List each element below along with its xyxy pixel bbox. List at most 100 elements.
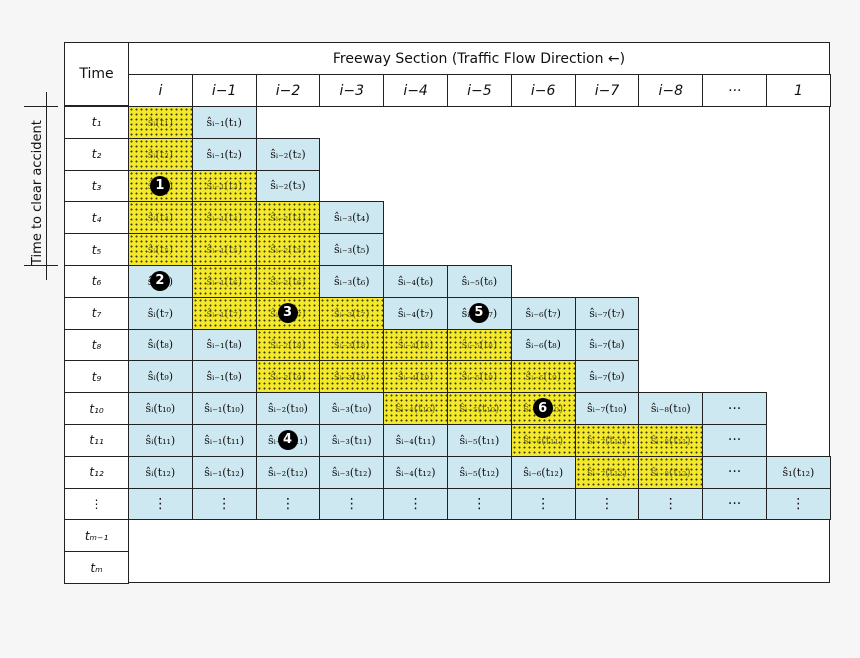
side-label: Time to clear accident [30,120,45,265]
estimate-cell: ŝᵢ₋₅(t₉) [447,360,512,394]
estimate-value: ŝᵢ₋₁(t₉) [206,370,242,384]
column-header: i−2 [255,74,321,107]
estimate-value: ŝᵢ₋₂(t₂) [270,147,306,161]
estimate-value: ŝᵢ₋₁(t₁) [206,115,242,129]
estimate-cell: ŝᵢ₋₁(t₃) [191,169,257,203]
step-marker: 1 [149,175,170,196]
time-cell: t₉ [64,360,129,394]
estimate-cell: ŝᵢ₋₄(t₁₀) [383,392,448,425]
step-marker: 5 [468,302,489,323]
estimate-value: ŝᵢ(t₉) [147,370,174,384]
step-marker: 4 [277,429,298,450]
estimate-value: ŝᵢ₋₄(t₁₂) [395,465,436,479]
time-cell: t₂ [64,137,129,171]
time-label: t₁₂ [89,465,104,480]
estimate-value: ŝᵢ₋₄(t₁₁) [395,433,436,447]
estimate-cell: ŝᵢ₋₇(t₁₀) [574,392,640,425]
estimate-value: ŝᵢ₋₂(t₈) [270,338,306,352]
estimate-cell: ⋮ [638,487,704,521]
estimate-cell: ŝᵢ₋₁(t₉) [191,360,257,394]
estimate-value: ŝᵢ₋₂(t₄) [270,211,306,225]
estimate-value: ŝᵢ₋₇(t₉) [589,370,625,384]
estimate-value: ŝᵢ₋₂(t₉) [270,370,306,384]
estimate-cell: ⋮ [255,487,321,521]
time-cell: ⋮ [64,487,129,521]
estimate-value: ŝᵢ₋₆(t₁₂) [523,465,564,479]
estimate-value: ⋮ [408,495,423,512]
time-cell: t₃ [64,169,129,203]
estimate-value: ŝᵢ₋₄(t₁₀) [395,402,436,416]
estimate-value: ŝᵢ₋₈(t₁₁) [650,433,691,447]
estimate-value: ŝᵢ₋₃(t₄) [334,211,370,225]
estimate-value: ŝᵢ₋₁(t₄) [206,211,242,225]
column-header: i−4 [383,74,448,107]
estimate-cell: ⋮ [447,487,512,521]
estimate-value: ŝᵢ₋₅(t₁₂) [459,465,500,479]
column-header-label: i−3 [339,82,365,99]
estimate-cell: ⋮ [766,487,831,521]
estimate-cell: ŝᵢ₋₃(t₁₁) [319,424,385,457]
estimate-value: ŝᵢ(t₈) [147,338,174,352]
estimate-cell: ŝᵢ₋₄(t₁₂) [383,455,448,489]
estimate-value: ŝᵢ₋₅(t₁₁) [459,433,500,447]
estimate-value: ŝᵢ₋₄(t₈) [397,338,434,352]
estimate-cell: ŝᵢ₋₄(t₆) [383,265,448,298]
time-cell: t₁₁ [64,424,129,457]
estimate-value: ŝᵢ₋₃(t₁₂) [331,465,372,479]
estimate-cell: ŝᵢ₋₃(t₁₂) [319,455,385,489]
column-header: 1 [766,74,831,107]
column-header: i−8 [638,74,704,107]
step-marker: 2 [149,270,170,291]
time-label: t₁₀ [89,401,104,416]
estimate-value: ŝᵢ₋₆(t₁₁) [523,433,564,447]
side-line [46,92,47,280]
estimate-cell: ŝᵢ₋₅(t₁₀) [447,392,512,425]
time-label: t₁ [91,115,102,130]
estimate-cell: ŝᵢ₋₂(t₅) [255,233,321,266]
time-cell: t₇ [64,296,129,330]
column-header: i−1 [191,74,257,107]
estimate-cell: ŝᵢ₋₁(t₂) [191,137,257,171]
column-header-label: ··· [727,82,742,99]
estimate-value: ŝᵢ₋₇(t₈) [589,338,625,352]
estimate-cell: ŝᵢ₋₅(t₁₂) [447,455,512,489]
time-label: t₉ [91,369,102,384]
time-label: t₄ [91,210,102,225]
estimate-cell: ŝᵢ₋₇(t₇) [574,296,640,330]
estimate-value: ŝᵢ(t₁₀) [145,402,176,416]
column-header-label: i−5 [467,82,492,99]
column-header: i−5 [447,74,512,107]
estimate-value: ŝᵢ₋₂(t₁₀) [268,402,308,416]
estimate-value: ŝᵢ(t₄) [147,211,174,225]
estimate-value: ŝᵢ₋₁(t₁₁) [204,433,245,447]
estimate-value: ŝᵢ₋₈(t₁₀) [650,402,691,416]
estimate-value: ⋮ [280,495,295,512]
estimate-cell: ŝᵢ(t₁) [128,106,193,139]
estimate-cell: ŝᵢ(t₄) [128,201,193,235]
side-tick-top [24,106,58,107]
time-label: t₂ [91,147,102,162]
time-header-label: Time [79,66,114,82]
estimate-value: ŝᵢ₋₃(t₁₁) [331,433,372,447]
estimate-cell: ŝᵢ₋₇(t₁₁) [574,424,640,457]
estimate-cell: ··· [702,487,767,521]
estimate-cell: ··· [702,392,767,425]
estimate-cell: ŝᵢ₋₄(t₉) [383,360,448,394]
estimate-cell: ŝᵢ₋₃(t₈) [319,328,385,362]
column-header-label: i−7 [594,82,620,99]
estimate-cell: ŝᵢ₋₁(t₇) [191,296,257,330]
estimate-cell: ŝᵢ₋₁(t₁₁) [191,424,257,457]
estimate-value: ŝᵢ₋₆(t₉) [525,370,561,384]
estimate-cell: ŝᵢ₋₂(t₄) [255,201,321,235]
estimate-cell: ŝᵢ₋₈(t₁₀) [638,392,704,425]
time-label: t₈ [91,337,102,352]
estimate-value: ŝᵢ₋₂(t₆) [270,274,306,288]
column-header: i−6 [510,74,576,107]
estimate-value: ŝᵢ(t₇) [147,306,174,320]
column-header: i−3 [319,74,385,107]
estimate-cell: ŝᵢ₋₇(t₈) [574,328,640,362]
estimate-cell: ŝᵢ₋₅(t₆) [447,265,512,298]
estimate-cell: ··· [702,455,767,489]
estimate-value: ··· [727,495,742,512]
